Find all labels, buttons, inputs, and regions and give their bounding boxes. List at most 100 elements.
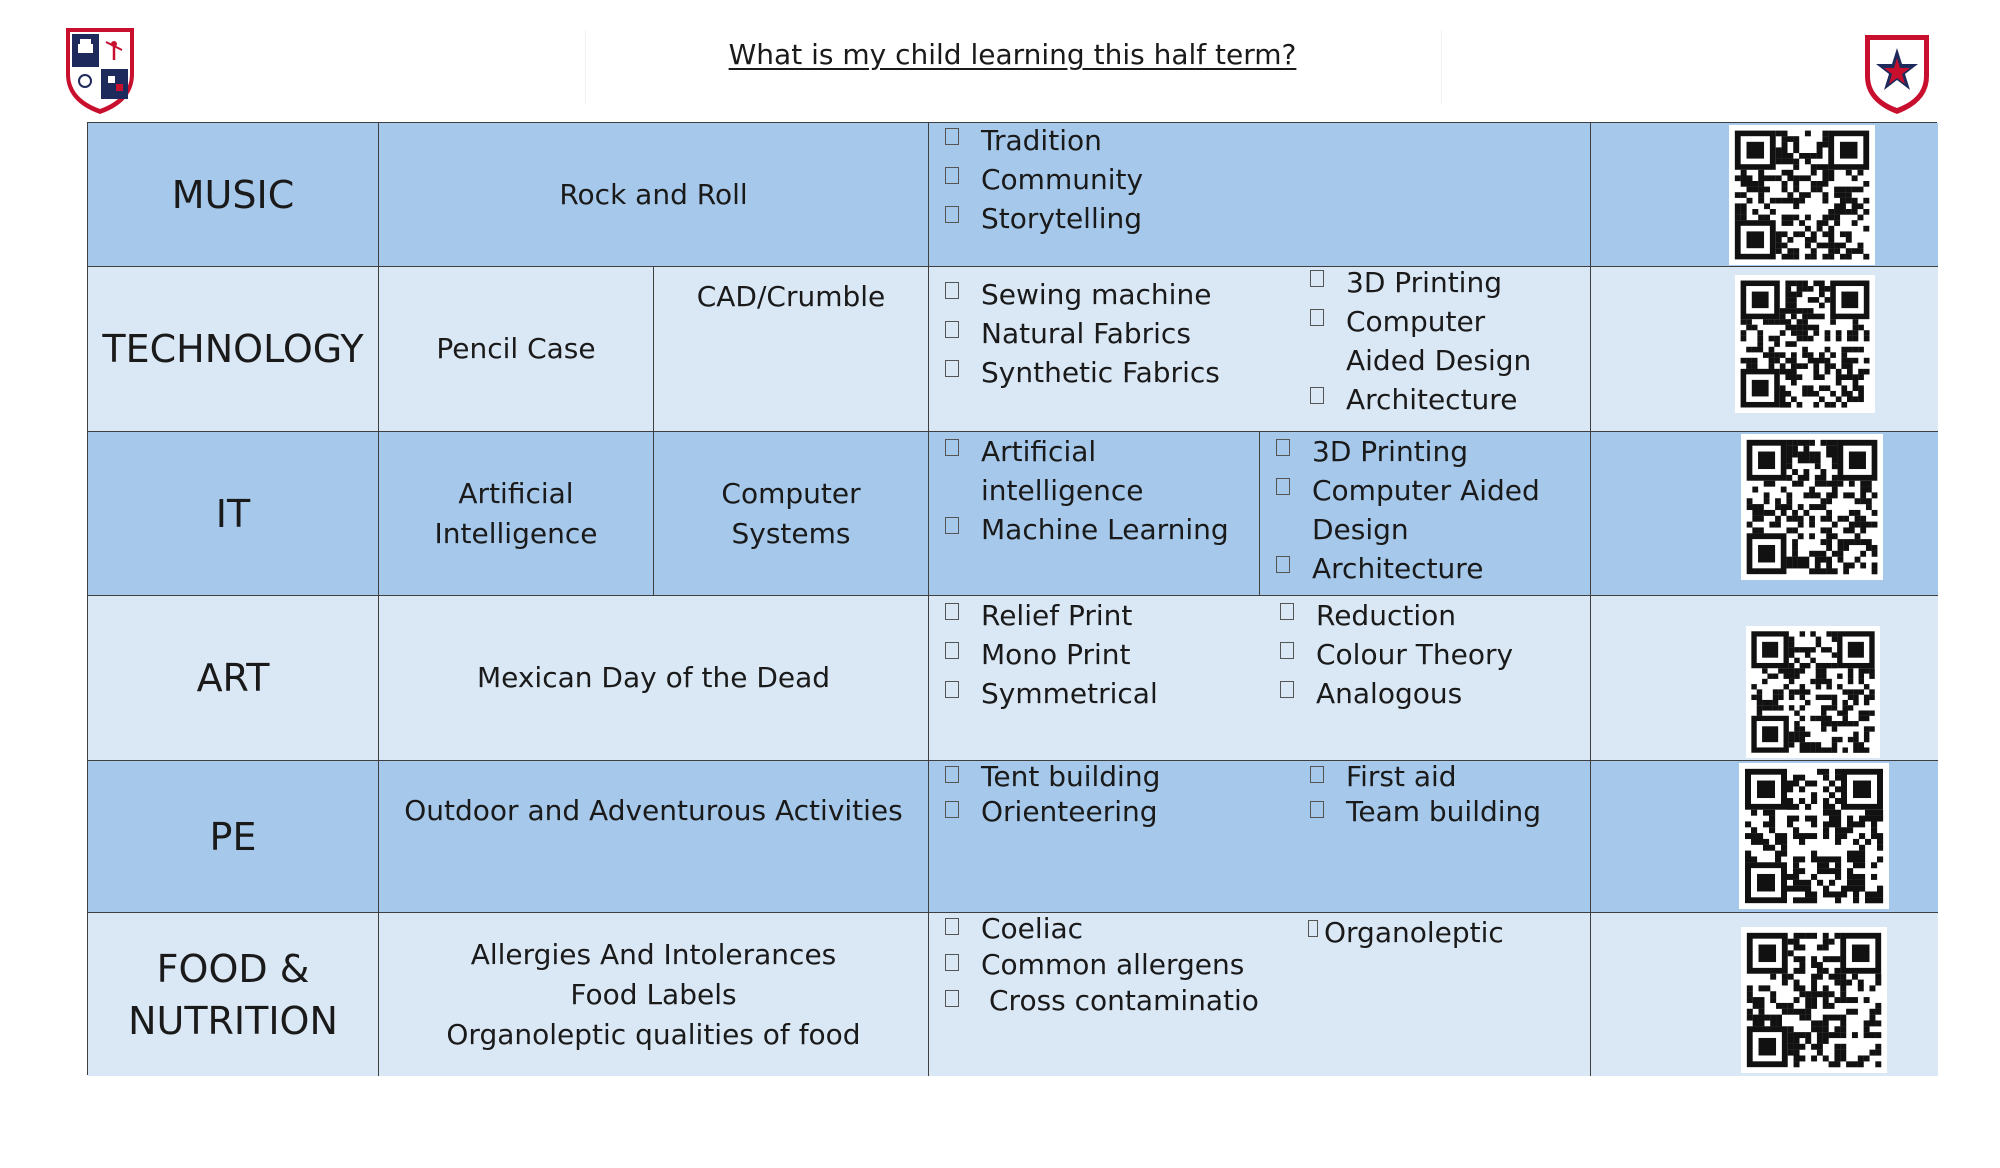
keyword-item: Mono Print [941, 635, 1158, 674]
keyword-item: Coeliac [941, 911, 1301, 947]
qr-cell-music [1591, 123, 1938, 267]
keyword-item: Colour Theory [1276, 635, 1513, 674]
keyword-item: Orienteering [941, 794, 1160, 829]
qr-code[interactable] [1741, 434, 1883, 580]
checkbox-icon [945, 642, 959, 659]
qr-cell-it [1591, 432, 1938, 596]
keywords-music: Tradition Community Storytelling [929, 123, 1591, 267]
checkbox-icon [945, 990, 959, 1007]
checkbox-icon [1276, 556, 1290, 573]
topic-line: Food Labels [570, 977, 737, 1011]
qr-cell-pe [1591, 761, 1938, 913]
qr-cell-food [1591, 913, 1938, 1076]
keyword-item: Artificial intelligence [941, 432, 1241, 510]
qr-cell-art [1591, 596, 1938, 761]
qr-code[interactable] [1739, 763, 1889, 909]
keyword-item: Tent building [941, 759, 1160, 794]
keyword-item: 3D Printing [1306, 263, 1566, 302]
checkbox-icon [1276, 439, 1290, 456]
checkbox-icon [1276, 478, 1290, 495]
keywords-technology-right: 3D Printing Computer Aided Design Archit… [1260, 266, 1591, 432]
keyword-item: Synthetic Fabrics [941, 353, 1220, 392]
topic-artificial-intelligence: Artificial Intelligence [379, 432, 654, 596]
checkbox-icon [1280, 681, 1294, 698]
checkbox-icon [945, 439, 959, 456]
keyword-item: Computer Aided Design [1306, 302, 1566, 380]
qr-code[interactable] [1735, 275, 1875, 413]
checkbox-icon [945, 954, 959, 971]
school-crest-logo [62, 24, 138, 116]
keywords-art-left: Relief Print Mono Print Symmetrical [929, 596, 1260, 761]
keywords-pe-right: First aid Team building [1260, 759, 1591, 913]
checkbox-icon [1310, 766, 1324, 783]
keyword-item: Relief Print [941, 596, 1158, 635]
topic-pencil-case: Pencil Case [379, 267, 654, 432]
subject-pe: PE [88, 761, 379, 913]
checkbox-icon [945, 321, 959, 338]
checkbox-icon [945, 517, 959, 534]
keyword-item: Storytelling [941, 199, 1143, 238]
keyword-item: Common allergens [941, 947, 1301, 983]
topic-cad-crumble: CAD/Crumble [654, 267, 929, 432]
title-frame [585, 30, 1442, 104]
subject-art: ART [88, 596, 379, 761]
qr-code[interactable] [1746, 626, 1880, 758]
topic-food: Allergies And Intolerances Food Labels O… [379, 913, 929, 1076]
topic-outdoor-adventurous: Outdoor and Adventurous Activities [379, 761, 929, 913]
checkbox-icon [1280, 642, 1294, 659]
topic-computer-systems: Computer Systems [654, 432, 929, 596]
curriculum-table: MUSIC Rock and Roll Tradition Community … [87, 122, 1938, 1076]
keyword-item: Cross contamination [941, 983, 1301, 1019]
qr-code[interactable] [1741, 927, 1887, 1073]
keyword-item: Symmetrical [941, 674, 1158, 713]
keyword-item: Architecture [1272, 549, 1562, 588]
keywords-food-left: Coeliac Common allergens Cross contamina… [929, 912, 1277, 1076]
keyword-item: Community [941, 160, 1143, 199]
keyword-item: First aid [1306, 759, 1541, 794]
keyword-item: Architecture [1306, 380, 1566, 419]
keyword-item: Team building [1306, 794, 1541, 829]
checkbox-icon [1310, 309, 1324, 326]
qr-cell-technology [1591, 267, 1938, 432]
keyword-item: Analogous [1276, 674, 1513, 713]
checkbox-icon [1310, 801, 1324, 818]
checkbox-icon [1310, 270, 1324, 287]
keywords-food-right: Organoleptic [1260, 913, 1591, 1076]
keyword-item: Sewing machine [941, 275, 1220, 314]
keywords-it-right: 3D Printing Computer Aided Design Archit… [1260, 432, 1591, 596]
subject-food-nutrition: FOOD & NUTRITION [88, 913, 379, 1076]
keyword-item: Computer Aided Design [1272, 471, 1562, 549]
subject-technology: TECHNOLOGY [88, 267, 379, 432]
checkbox-icon [945, 167, 959, 184]
qr-code[interactable] [1729, 125, 1875, 265]
keyword-item: Natural Fabrics [941, 314, 1220, 353]
topic-line: Allergies And Intolerances [470, 937, 837, 971]
topic-rock-and-roll: Rock and Roll [379, 123, 929, 267]
checkbox-icon [945, 766, 959, 783]
keywords-it-left: Artificial intelligence Machine Learning [929, 432, 1260, 596]
keyword-item: Organoleptic [1306, 913, 1504, 952]
checkbox-icon [945, 128, 959, 145]
checkbox-icon [1280, 603, 1294, 620]
keyword-item: 3D Printing [1272, 432, 1562, 471]
checkbox-icon [1310, 387, 1324, 404]
keywords-technology-left: Sewing machine Natural Fabrics Synthetic… [929, 267, 1260, 432]
checkbox-icon [945, 603, 959, 620]
page-title: What is my child learning this half term… [728, 38, 1297, 71]
star-shield-logo [1862, 32, 1932, 116]
keywords-pe-left: Tent building Orienteering [929, 759, 1260, 913]
subject-music: MUSIC [88, 123, 379, 267]
topic-mexican-day-of-the-dead: Mexican Day of the Dead [379, 596, 929, 761]
topic-line: Organoleptic qualities of food [446, 1017, 861, 1051]
keyword-item: Tradition [941, 121, 1143, 160]
subject-it: IT [88, 432, 379, 596]
keywords-art-right: Reduction Colour Theory Analogous [1260, 596, 1591, 761]
checkbox-icon [945, 681, 959, 698]
keyword-item: Machine Learning [941, 510, 1241, 549]
checkbox-icon [945, 282, 959, 299]
keyword-item: Reduction [1276, 596, 1513, 635]
checkbox-icon [945, 801, 959, 818]
checkbox-icon [945, 360, 959, 377]
checkbox-icon [945, 918, 959, 935]
checkbox-icon [945, 206, 959, 223]
